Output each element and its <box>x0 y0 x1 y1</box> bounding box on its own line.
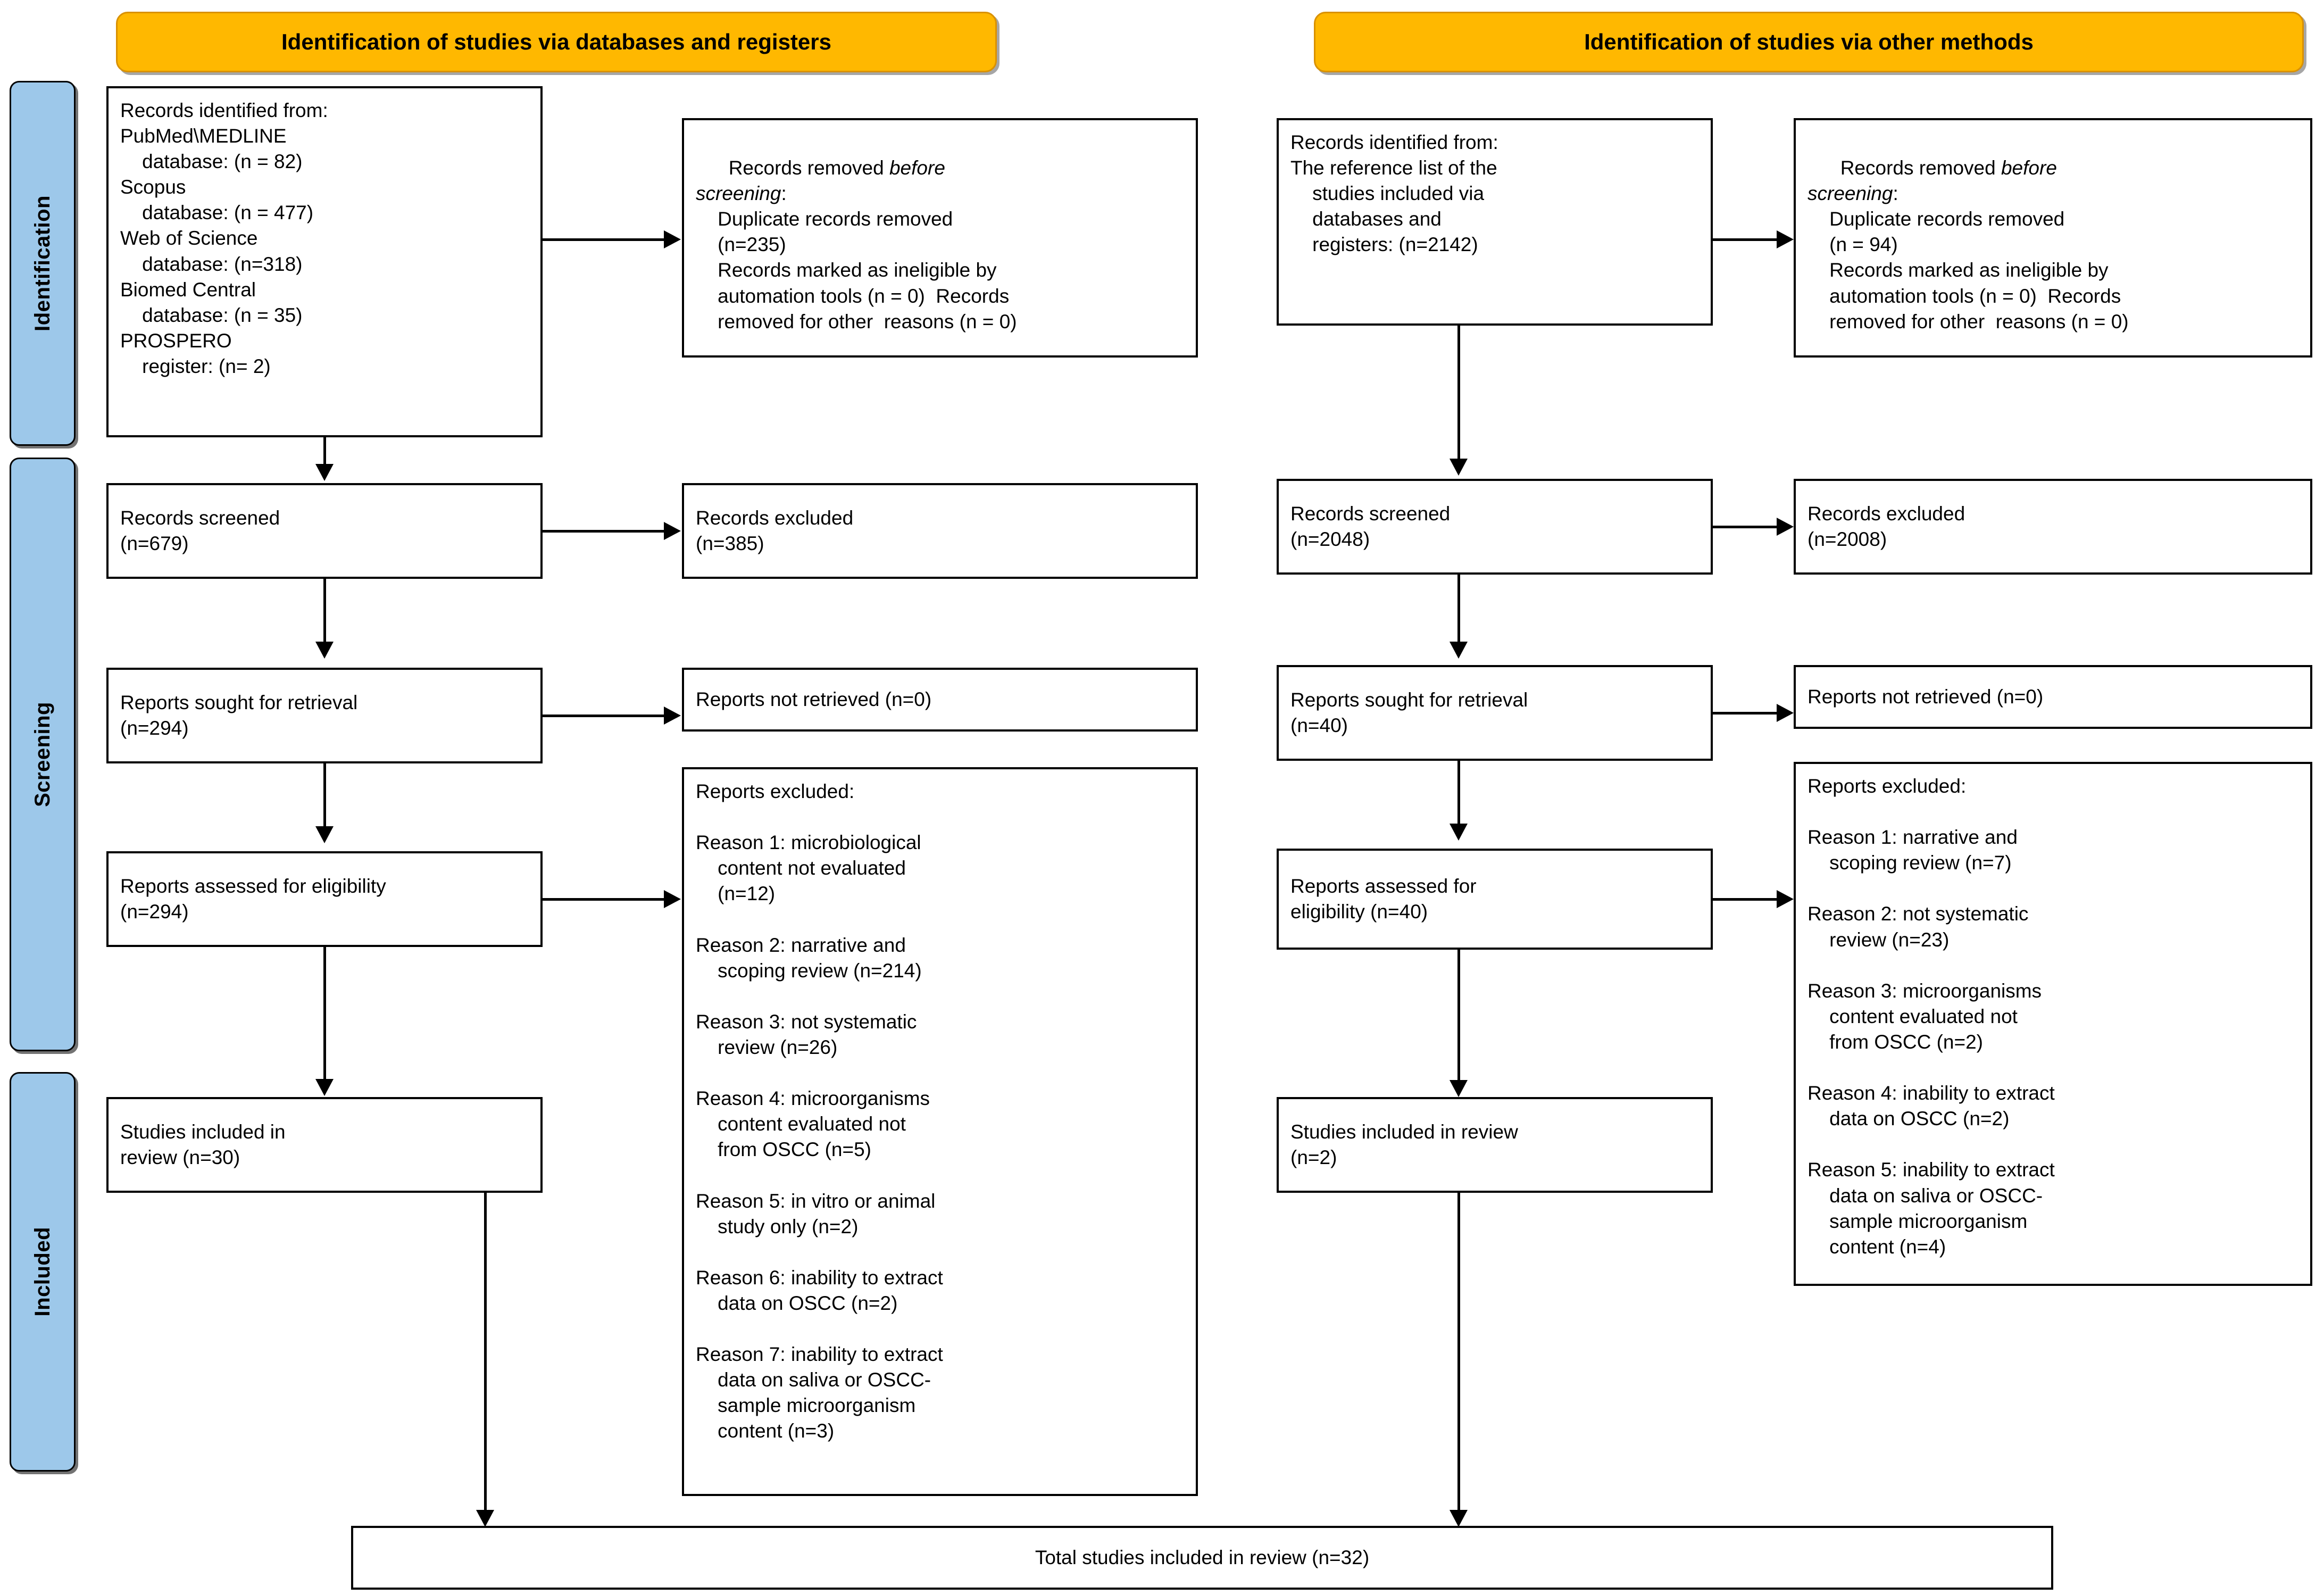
box-records-removed-databases: Records removed before screening: Duplic… <box>682 118 1198 358</box>
phase-tab-included: Included <box>10 1072 76 1472</box>
box-records-screened-databases: Records screened (n=679) <box>106 483 543 579</box>
box-reports-not-retrieved-other-text: Reports not retrieved (n=0) <box>1807 685 2044 708</box>
box-total-studies-included-text: Total studies included in review (n=32) <box>1035 1546 1370 1568</box>
box-records-identified-databases-text: Records identified from: PubMed\MEDLINE … <box>120 99 328 377</box>
box-records-screened-databases-text: Records screened (n=679) <box>120 506 280 554</box>
connector-identified-to-removed-right <box>1713 238 1777 241</box>
box-reports-sought-databases: Reports sought for retrieval (n=294) <box>106 668 543 763</box>
connector-screened-to-excluded-right <box>1713 526 1777 528</box>
connector-screened-to-sought-left <box>323 579 326 648</box>
arrowhead-assessed-to-included-left <box>315 1079 334 1096</box>
records-removed-italic-before-left: before <box>889 157 945 179</box>
box-studies-included-other-text: Studies included in review (n=2) <box>1290 1120 1518 1168</box>
box-reports-assessed-databases-text: Reports assessed for eligibility (n=294) <box>120 875 386 923</box>
box-reports-sought-other-text: Reports sought for retrieval (n=40) <box>1290 688 1528 736</box>
arrowhead-sought-to-not-retrieved-right <box>1777 704 1794 722</box>
box-reports-assessed-other: Reports assessed for eligibility (n=40) <box>1277 849 1713 950</box>
connector-sought-to-not-retrieved-right <box>1713 712 1777 715</box>
section-header-databases-title: Identification of studies via databases … <box>281 29 831 54</box>
box-reports-assessed-other-text: Reports assessed for eligibility (n=40) <box>1290 875 1477 923</box>
arrowhead-included-to-total-left <box>476 1510 494 1527</box>
connector-included-to-total-right <box>1457 1193 1460 1518</box>
box-records-excluded-databases: Records excluded (n=385) <box>682 483 1198 579</box>
connector-identified-to-screened-left <box>323 437 326 470</box>
box-records-identified-other-text: Records identified from: The reference l… <box>1290 131 1498 256</box>
connector-assessed-to-included-right <box>1457 950 1460 1087</box>
phase-label-screening: Screening <box>30 702 54 807</box>
box-studies-included-other: Studies included in review (n=2) <box>1277 1097 1713 1193</box>
box-records-excluded-databases-text: Records excluded (n=385) <box>696 506 854 554</box>
box-studies-included-databases: Studies included in review (n=30) <box>106 1097 543 1193</box>
box-records-excluded-other-text: Records excluded (n=2008) <box>1807 502 1965 550</box>
box-total-studies-included: Total studies included in review (n=32) <box>351 1526 2053 1590</box>
arrowhead-assessed-to-reports-excluded-right <box>1777 890 1794 908</box>
phase-tab-identification: Identification <box>10 81 76 446</box>
arrowhead-sought-to-not-retrieved-left <box>664 707 681 725</box>
box-reports-not-retrieved-databases: Reports not retrieved (n=0) <box>682 668 1198 732</box>
records-removed-italic-screening-right: screening <box>1807 182 1893 205</box>
connector-sought-to-assessed-left <box>323 763 326 833</box>
box-reports-assessed-databases: Reports assessed for eligibility (n=294) <box>106 851 543 947</box>
box-reports-excluded-databases-text: Reports excluded: Reason 1: microbiologi… <box>696 780 943 1442</box>
phase-label-included: Included <box>30 1227 54 1317</box>
records-removed-rest-right: : Duplicate records removed (n = 94) Rec… <box>1829 182 2129 333</box>
arrowhead-screened-to-sought-left <box>315 642 334 659</box>
connector-screened-to-sought-right <box>1457 575 1460 648</box>
records-removed-rest-left: : Duplicate records removed (n=235) Reco… <box>718 182 1017 333</box>
section-header-other-methods: Identification of studies via other meth… <box>1314 12 2304 72</box>
arrowhead-screened-to-excluded-right <box>1777 518 1794 536</box>
connector-assessed-to-reports-excluded-left <box>543 898 664 901</box>
connector-identified-to-screened-right <box>1457 326 1460 465</box>
records-removed-prefix-left: Records removed <box>728 157 889 179</box>
arrowhead-identified-to-screened-right <box>1450 459 1468 476</box>
connector-included-to-total-left <box>484 1193 487 1518</box>
connector-screened-to-excluded-left <box>543 530 664 533</box>
box-reports-not-retrieved-databases-text: Reports not retrieved (n=0) <box>696 688 932 710</box>
box-records-excluded-other: Records excluded (n=2008) <box>1794 479 2312 575</box>
box-records-removed-other: Records removed before screening: Duplic… <box>1794 118 2312 358</box>
arrowhead-assessed-to-included-right <box>1450 1080 1468 1097</box>
box-records-screened-other-text: Records screened (n=2048) <box>1290 502 1451 550</box>
box-records-removed-other-text: Records removed before screening: Duplic… <box>1807 130 2298 360</box>
box-reports-excluded-other: Reports excluded: Reason 1: narrative an… <box>1794 762 2312 1286</box>
phase-label-identification: Identification <box>30 195 54 331</box>
connector-assessed-to-included-left <box>323 947 326 1085</box>
connector-sought-to-not-retrieved-left <box>543 715 664 717</box>
arrowhead-assessed-to-reports-excluded-left <box>664 890 681 908</box>
phase-tab-screening: Screening <box>10 458 76 1051</box>
box-reports-sought-databases-text: Reports sought for retrieval (n=294) <box>120 691 358 739</box>
box-records-screened-other: Records screened (n=2048) <box>1277 479 1713 575</box>
arrowhead-sought-to-assessed-left <box>315 826 334 843</box>
records-removed-prefix-right: Records removed <box>1840 157 2001 179</box>
box-reports-excluded-other-text: Reports excluded: Reason 1: narrative an… <box>1807 775 2055 1258</box>
section-header-databases: Identification of studies via databases … <box>116 12 997 72</box>
connector-sought-to-assessed-right <box>1457 761 1460 830</box>
records-removed-italic-screening-left: screening <box>696 182 781 205</box>
connector-identified-to-removed-left <box>543 238 664 241</box>
arrowhead-identified-to-screened-left <box>315 464 334 481</box>
box-studies-included-databases-text: Studies included in review (n=30) <box>120 1120 286 1168</box>
arrowhead-sought-to-assessed-right <box>1450 824 1468 841</box>
box-records-removed-databases-text: Records removed before screening: Duplic… <box>696 130 1184 360</box>
connector-assessed-to-reports-excluded-right <box>1713 898 1777 901</box>
records-removed-italic-before-right: before <box>2001 157 2057 179</box>
box-records-identified-other: Records identified from: The reference l… <box>1277 118 1713 326</box>
arrowhead-screened-to-excluded-left <box>664 522 681 540</box>
box-reports-not-retrieved-other: Reports not retrieved (n=0) <box>1794 665 2312 729</box>
box-reports-excluded-databases: Reports excluded: Reason 1: microbiologi… <box>682 767 1198 1496</box>
arrowhead-screened-to-sought-right <box>1450 642 1468 659</box>
section-header-other-methods-title: Identification of studies via other meth… <box>1584 29 2034 54</box>
arrowhead-included-to-total-right <box>1450 1510 1468 1527</box>
arrowhead-identified-to-removed-left <box>664 230 681 248</box>
box-records-identified-databases: Records identified from: PubMed\MEDLINE … <box>106 86 543 437</box>
box-reports-sought-other: Reports sought for retrieval (n=40) <box>1277 665 1713 761</box>
arrowhead-identified-to-removed-right <box>1777 230 1794 248</box>
